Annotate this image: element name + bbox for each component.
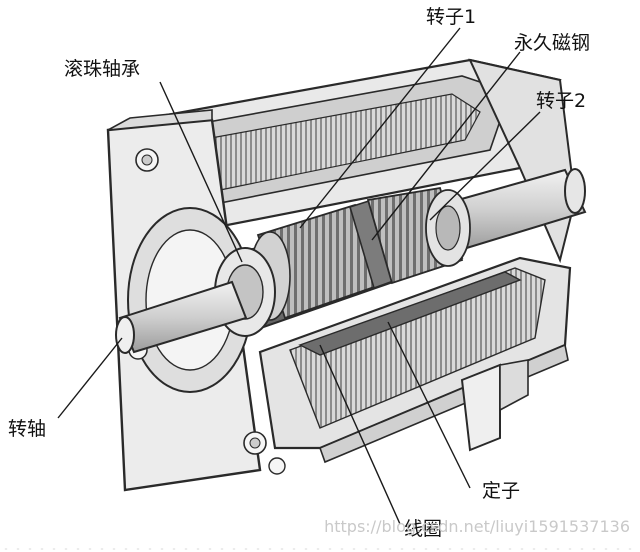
ball-bearing-rear [425,189,471,267]
label-rotor-1: 转子1 [426,6,477,28]
front-shaft [115,280,248,354]
leader-rotor1 [299,27,461,229]
watermark: https://blog.csdn.net/liuyi1591537136 [324,517,630,536]
mounting-screw-bottom-right [243,431,286,475]
bottom-dot-border [0,546,640,552]
label-shaft: 转轴 [8,418,47,440]
leader-ball-bearing [159,81,243,263]
housing-top [148,58,562,230]
label-rotor-2: 转子2 [536,90,587,112]
label-permanent-magnet: 永久磁钢 [514,32,591,54]
leader-stator [387,321,471,489]
mounting-screw-top-left [135,148,159,172]
label-stator: 定子 [482,480,521,502]
leader-lines [57,27,541,525]
label-ball-bearing: 滚珠轴承 [64,58,141,80]
leader-shaft [57,337,123,419]
connector-tab [460,359,529,452]
leader-rotor2 [429,111,541,221]
leader-permanent-magnet [371,51,521,241]
leader-coil [319,344,401,525]
rotor-assembly [228,186,471,332]
label-coil: 线圈 [404,518,443,540]
